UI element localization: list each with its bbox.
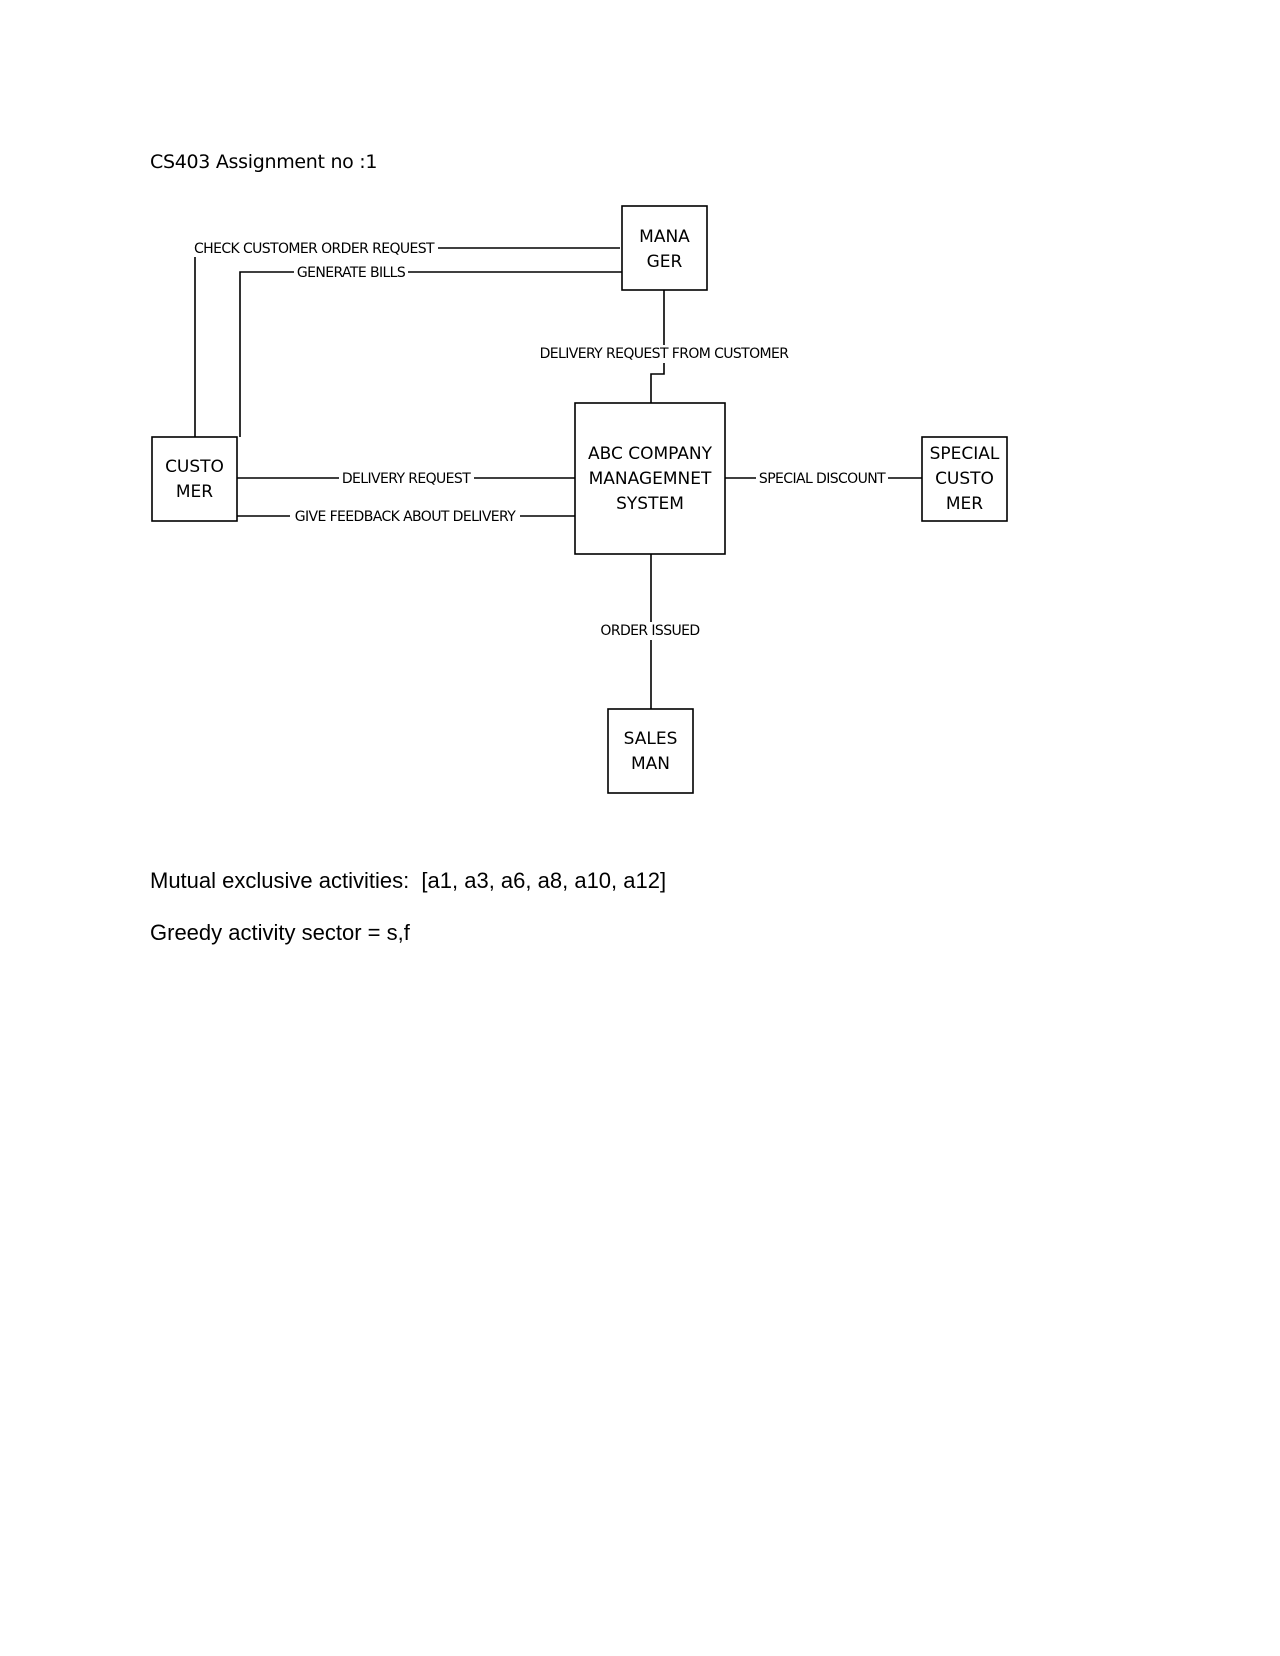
- special-customer-label-line1: SPECIAL: [930, 444, 1000, 464]
- flow-label-special-discount: SPECIAL DISCOUNT: [759, 471, 886, 487]
- flow-label-delivery-request-from-customer: DELIVERY REQUEST FROM CUSTOMER: [540, 346, 790, 362]
- connector-generate-bills: [239, 271, 632, 437]
- flow-label-check-order: CHECK CUSTOMER ORDER REQUEST: [194, 241, 435, 257]
- flow-label-delivery-request: DELIVERY REQUEST: [342, 471, 471, 487]
- special-customer-label-line2: CUSTO: [935, 469, 994, 489]
- system-label-line1: ABC COMPANY: [588, 444, 713, 464]
- flow-label-generate-bills: GENERATE BILLS: [297, 265, 406, 281]
- manager-label-line1: MANA: [639, 227, 690, 247]
- flow-label-give-feedback: GIVE FEEDBACK ABOUT DELIVERY: [295, 509, 517, 525]
- diagram-boxes: [151, 205, 1008, 794]
- manager-box: [621, 205, 708, 291]
- page-title: CS403 Assignment no :1: [150, 151, 378, 173]
- greedy-activity-text: Greedy activity sector = s,f: [150, 920, 410, 945]
- system-label-line3: SYSTEM: [616, 494, 684, 514]
- context-diagram: MANA GER ABC COMPANY MANAGEMNET SYSTEM C…: [151, 205, 1008, 794]
- special-customer-box: [921, 436, 1008, 522]
- special-customer-label-line3: MER: [946, 494, 983, 514]
- salesman-box: [607, 708, 694, 794]
- salesman-label-line2: MAN: [631, 754, 670, 774]
- connector-manager-system: [650, 290, 665, 403]
- customer-label-line1: CUSTO: [165, 457, 224, 477]
- salesman-label-line1: SALES: [624, 729, 678, 749]
- flow-label-order-issued: ORDER ISSUED: [600, 623, 699, 639]
- manager-label-line2: GER: [647, 252, 683, 272]
- mutual-exclusive-activities-text: Mutual exclusive activities: [a1, a3, a6…: [150, 868, 667, 893]
- customer-box: [151, 436, 238, 522]
- customer-label-line2: MER: [176, 482, 213, 502]
- label-masks: [190, 240, 888, 640]
- system-box: [574, 402, 726, 555]
- system-label-line2: MANAGEMNET: [589, 469, 712, 489]
